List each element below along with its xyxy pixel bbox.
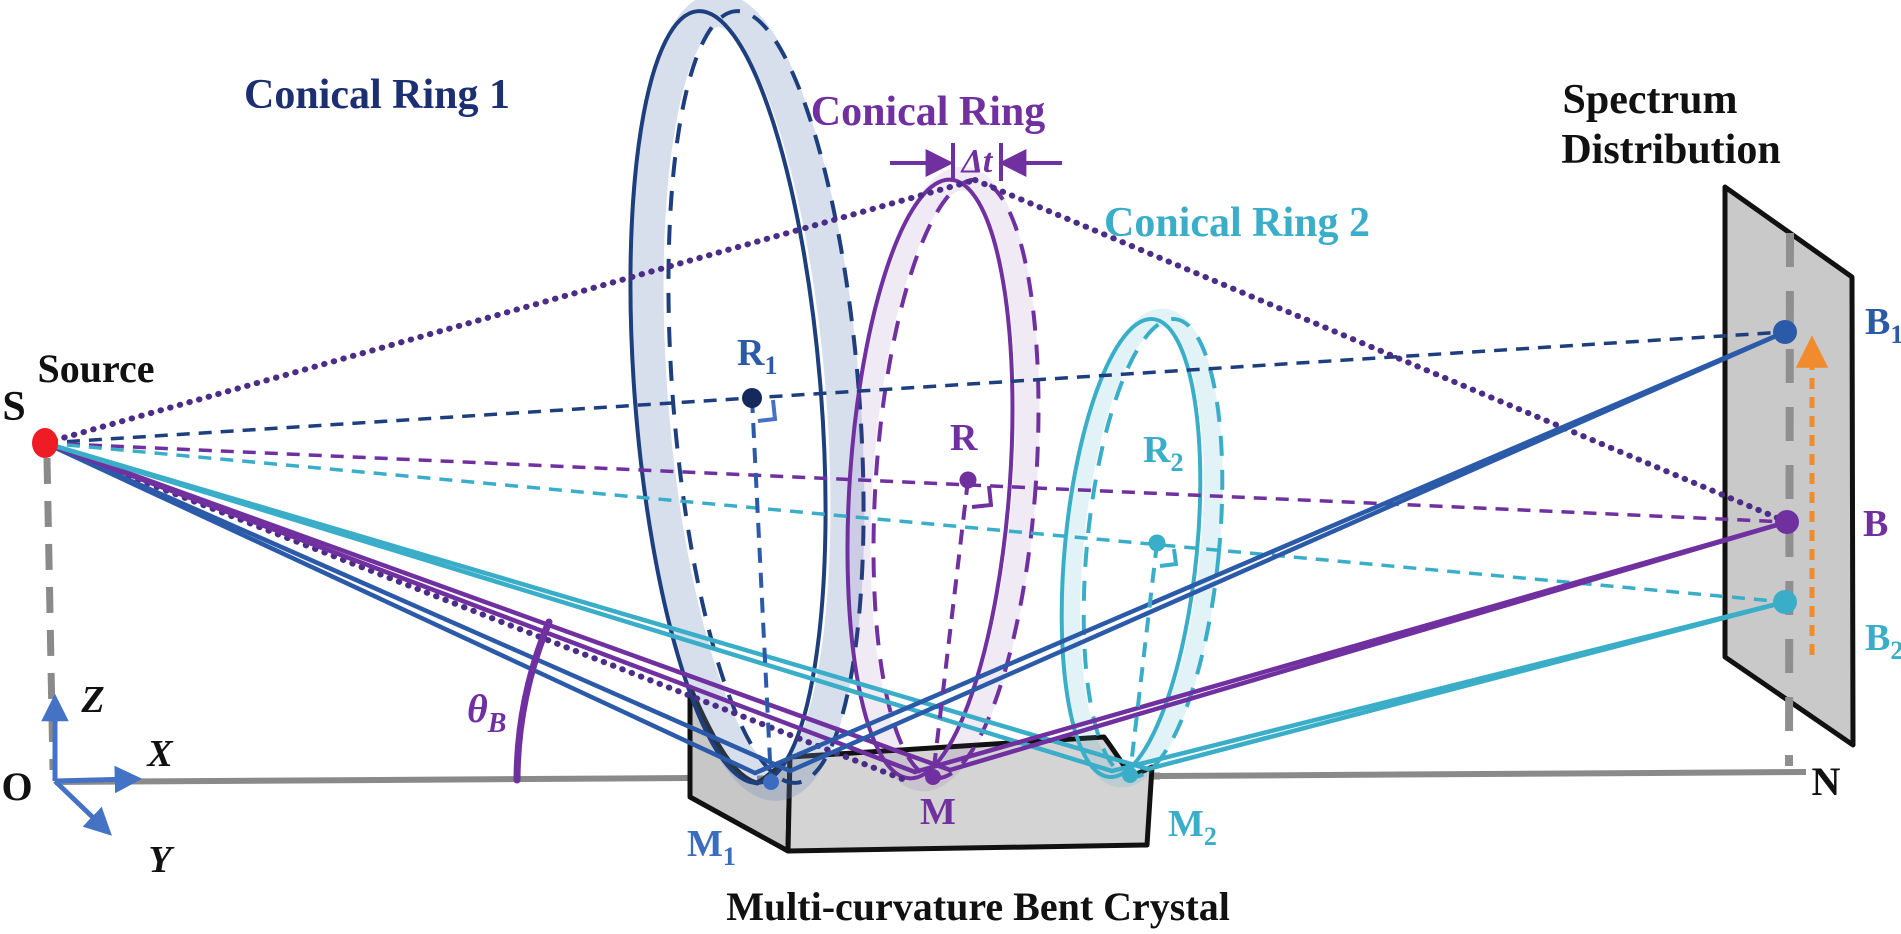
label-m2-main: M bbox=[1168, 803, 1204, 845]
cone-axis-ring1 bbox=[44, 330, 1786, 445]
ring-center-drop-lines bbox=[750, 397, 1159, 782]
ring-mid-front-outline bbox=[845, 177, 1015, 781]
key-points bbox=[32, 320, 1799, 790]
label-b1-main: B bbox=[1865, 301, 1890, 343]
conical-ring-2-shape bbox=[1059, 308, 1225, 788]
diffracted-ray-blue-2 bbox=[787, 329, 1788, 774]
cone-axis-ring2 bbox=[44, 441, 1786, 604]
apex-ray-down bbox=[972, 177, 1790, 525]
source-vertical-dashed-line bbox=[43, 457, 57, 771]
incident-ray-cyan-2 bbox=[42, 440, 1151, 772]
label-conical-ring-2: Conical Ring 2 bbox=[1104, 200, 1370, 246]
x-axis-right-segment bbox=[1159, 769, 1807, 779]
label-o: O bbox=[1, 764, 32, 809]
label-distribution: Distribution bbox=[1561, 127, 1780, 173]
cone-axis-ring-mid bbox=[44, 441, 1788, 524]
point-m2 bbox=[1122, 767, 1138, 783]
right-angle-mark-r1 bbox=[757, 399, 778, 423]
label-z-axis: Z bbox=[80, 679, 104, 721]
right-angle-mark-r bbox=[971, 485, 994, 509]
label-m: M bbox=[920, 791, 956, 833]
label-m1: M1 bbox=[687, 823, 736, 871]
ring-mid-band bbox=[846, 166, 1040, 792]
incident-ray-purple-1 bbox=[42, 440, 918, 775]
label-b: B bbox=[1863, 503, 1888, 545]
spectrum-panel bbox=[1722, 184, 1856, 767]
incident-ray-blue-1 bbox=[42, 440, 758, 776]
point-m bbox=[925, 769, 941, 785]
label-crystal-caption: Multi-curvature Bent Crystal bbox=[726, 884, 1230, 929]
point-r2 bbox=[1148, 534, 1166, 552]
label-s: S bbox=[2, 384, 25, 430]
point-b1 bbox=[1773, 320, 1797, 344]
drop-line-r2-m2 bbox=[1128, 542, 1159, 775]
point-b bbox=[1775, 510, 1799, 534]
label-r2: R2 bbox=[1143, 429, 1183, 477]
label-spectrum: Spectrum bbox=[1563, 77, 1738, 123]
right-angle-marks bbox=[757, 399, 1179, 568]
cone-axes bbox=[44, 330, 1788, 604]
label-bragg-angle-main: θ bbox=[467, 686, 488, 731]
point-b2 bbox=[1773, 590, 1797, 614]
y-axis-arrow bbox=[53, 779, 112, 836]
point-r1 bbox=[742, 388, 762, 408]
text-labels: Conical Ring 1 Conical Ring Conical Ring… bbox=[1, 72, 1901, 929]
apex-ray bbox=[42, 177, 1790, 783]
label-y-axis: Y bbox=[148, 839, 175, 881]
ring2-band bbox=[1061, 308, 1223, 788]
label-b1-sub: 1 bbox=[1890, 320, 1901, 349]
bragg-angle-arc bbox=[513, 618, 553, 784]
incident-ray-blue-2 bbox=[42, 440, 793, 774]
label-conical-ring-1: Conical Ring 1 bbox=[244, 72, 510, 118]
label-bragg-angle-sub: B bbox=[487, 708, 507, 739]
label-r: R bbox=[950, 417, 978, 459]
label-bragg-angle: θB bbox=[467, 686, 506, 739]
point-r bbox=[959, 471, 977, 489]
label-m2-sub: 2 bbox=[1204, 822, 1217, 851]
drop-line-r1-m1 bbox=[750, 397, 773, 782]
delta-t-label: Δt bbox=[960, 143, 994, 180]
incident-ray-purple-2 bbox=[42, 440, 953, 773]
diffracted-ray-cyan-2 bbox=[1145, 599, 1788, 772]
diffracted-rays bbox=[752, 329, 1790, 776]
label-b2: B2 bbox=[1865, 617, 1901, 665]
label-n: N bbox=[1812, 759, 1841, 804]
label-r1: R1 bbox=[737, 332, 777, 380]
label-b1: B1 bbox=[1865, 301, 1901, 349]
delta-t-annotation: Δt bbox=[890, 143, 1062, 181]
label-b2-main: B bbox=[1865, 617, 1890, 659]
label-b2-sub: 2 bbox=[1890, 636, 1901, 665]
right-angle-mark-r2 bbox=[1159, 548, 1179, 568]
coordinate-axes bbox=[41, 693, 143, 836]
label-m1-sub: 1 bbox=[723, 842, 736, 871]
apex-ray-up bbox=[42, 177, 978, 446]
diffracted-ray-purple-2 bbox=[947, 519, 1790, 773]
label-conical-ring-mid: Conical Ring bbox=[811, 89, 1046, 135]
label-r1-main: R bbox=[737, 332, 765, 374]
axis-lines bbox=[43, 457, 1807, 785]
label-x-axis: X bbox=[146, 733, 174, 775]
ring2-front-outline bbox=[1059, 316, 1203, 780]
label-r2-main: R bbox=[1143, 429, 1171, 471]
label-source: Source bbox=[37, 346, 154, 391]
label-m1-main: M bbox=[687, 823, 723, 865]
x-axis-left-segment bbox=[54, 775, 693, 785]
incident-rays bbox=[42, 440, 1151, 776]
label-r1-sub: 1 bbox=[764, 351, 777, 380]
source-point bbox=[32, 428, 58, 458]
label-r2-sub: 2 bbox=[1170, 448, 1183, 477]
x-axis-arrow bbox=[54, 765, 143, 794]
central-incident-dotted-ray bbox=[42, 440, 908, 783]
label-m2: M2 bbox=[1168, 803, 1217, 851]
point-m1 bbox=[763, 774, 779, 790]
ring1-front-outline bbox=[628, 9, 828, 785]
